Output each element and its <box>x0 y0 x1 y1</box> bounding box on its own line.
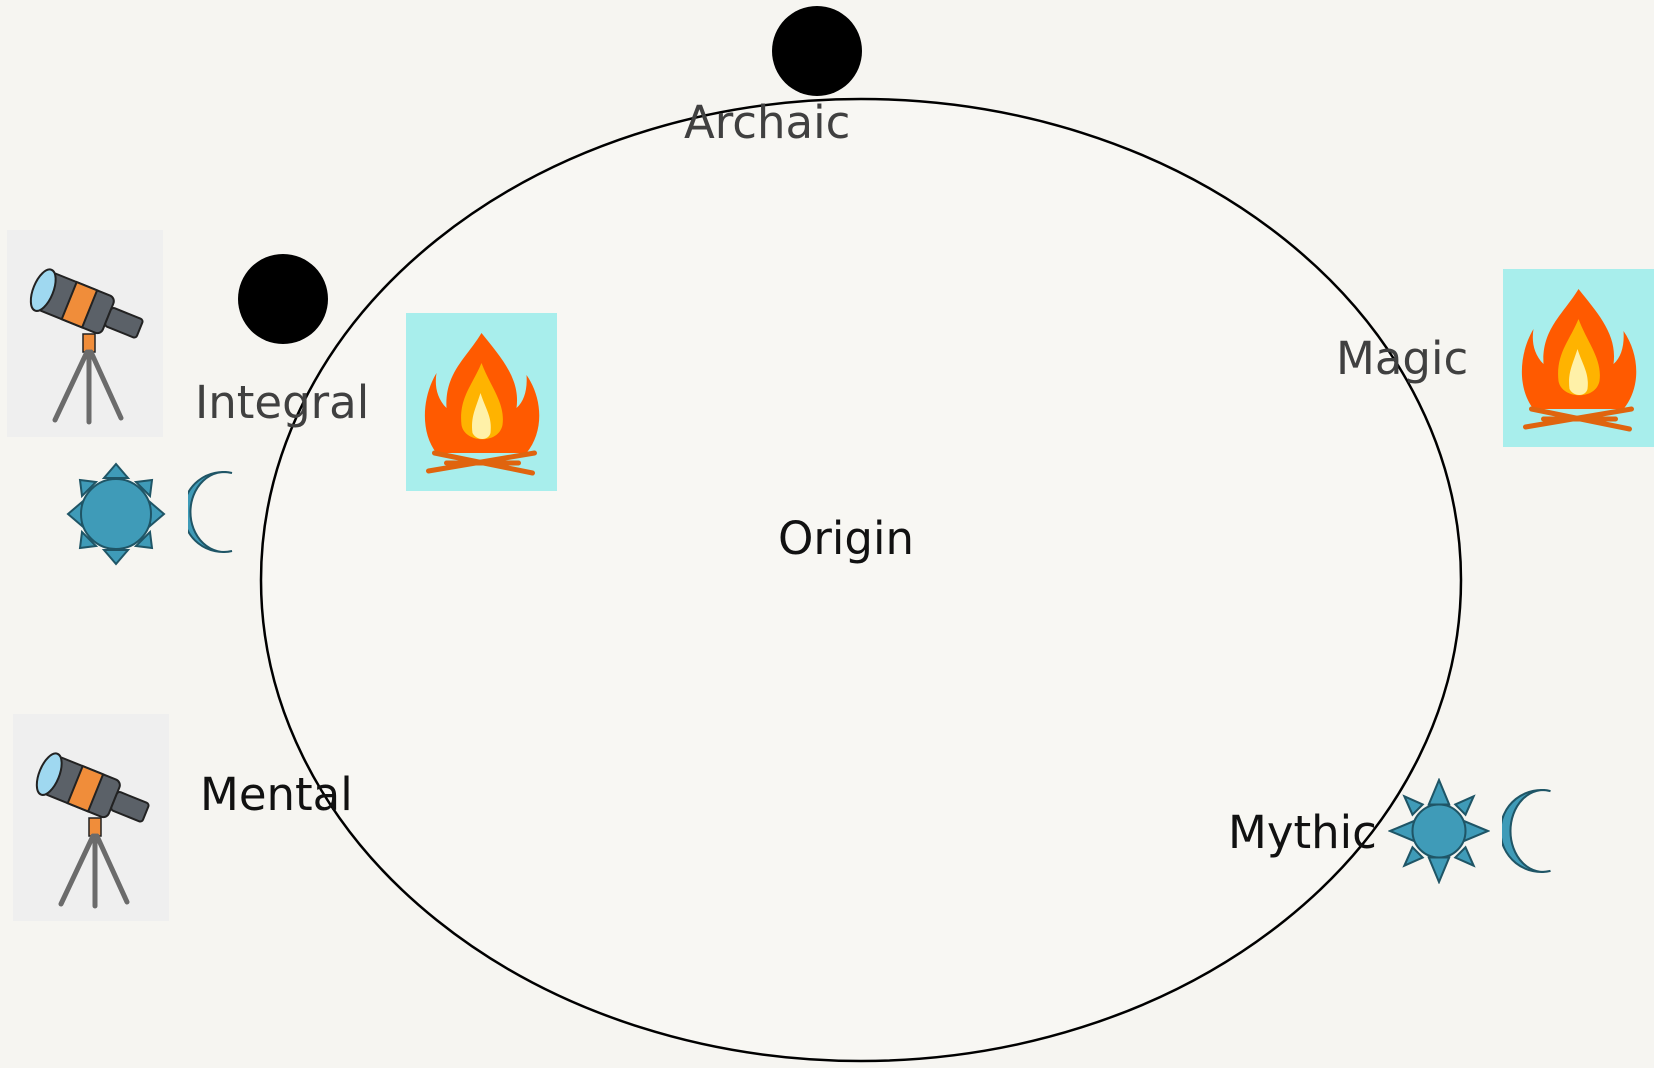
stage-label-integral: Integral <box>195 380 369 425</box>
integral-dot <box>238 254 328 344</box>
archaic-dot <box>772 6 862 96</box>
sun-icon <box>66 462 166 566</box>
stage-label-mythic: Mythic <box>1228 810 1377 855</box>
center-label-origin: Origin <box>778 516 914 561</box>
telescope-icon <box>7 230 163 437</box>
stage-label-archaic: Archaic <box>684 100 850 145</box>
crescent-moon-icon <box>1502 788 1556 874</box>
campfire-icon <box>406 313 557 491</box>
sun-icon <box>1388 778 1490 884</box>
telescope-icon <box>13 714 169 921</box>
crescent-moon-icon <box>188 470 238 554</box>
stage-label-magic: Magic <box>1336 336 1468 381</box>
campfire-icon <box>1503 269 1654 447</box>
stage-label-mental: Mental <box>200 772 353 817</box>
